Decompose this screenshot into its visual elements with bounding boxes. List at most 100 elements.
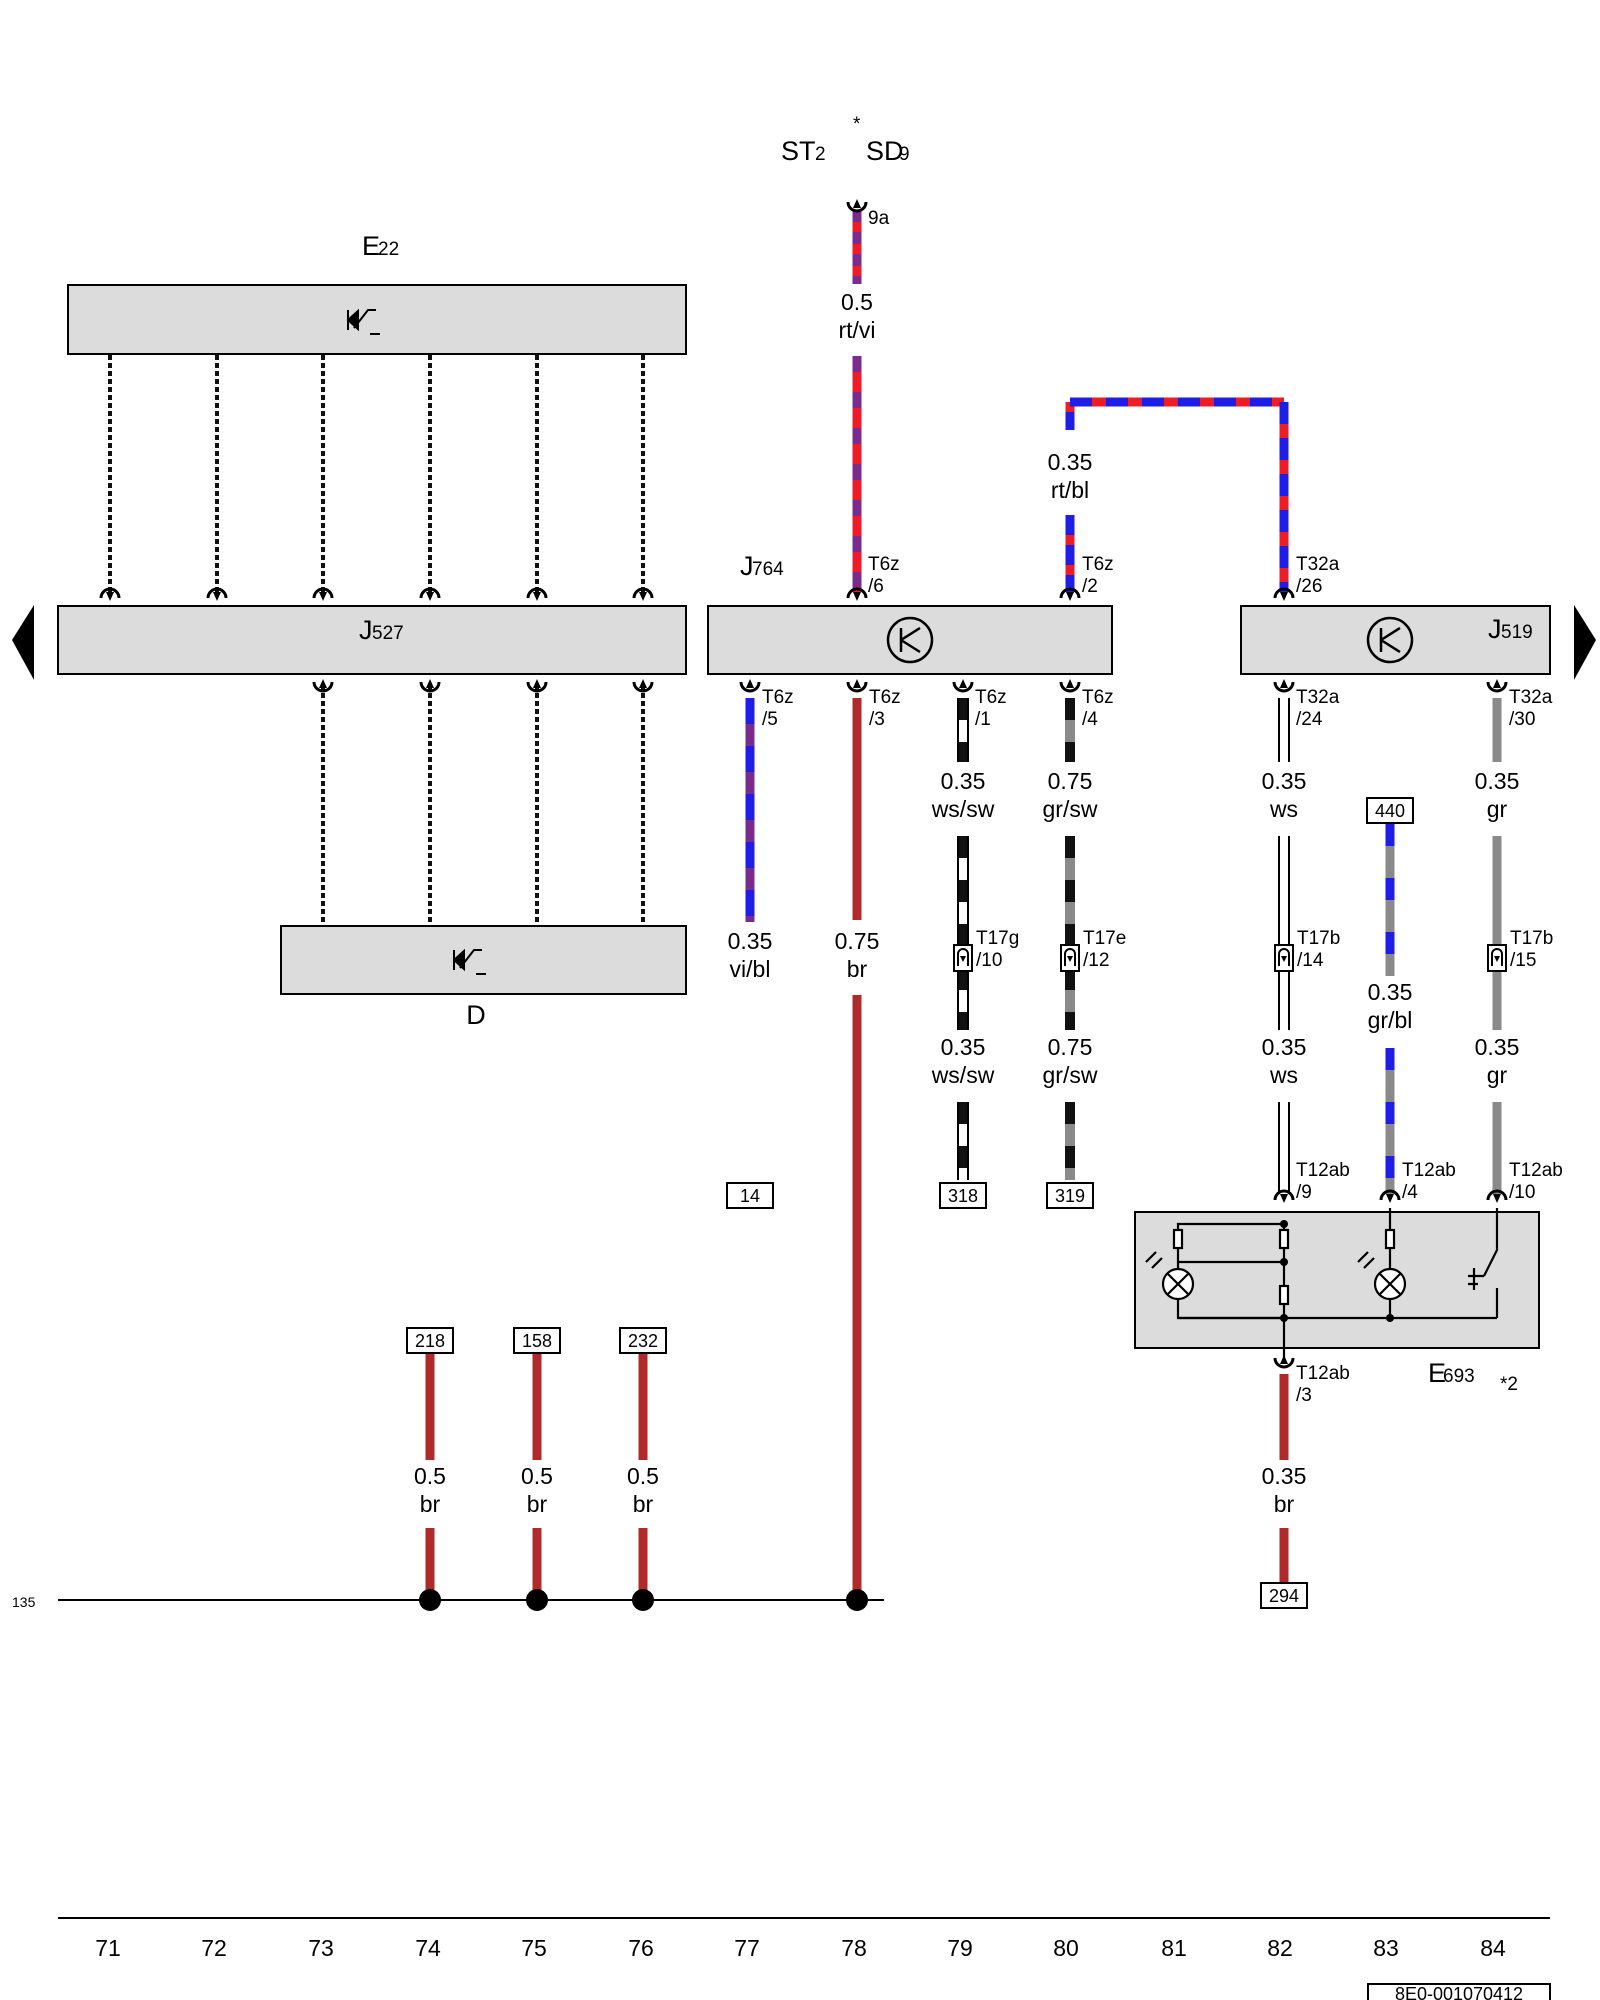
pin-t6z-6 [846, 587, 868, 601]
ref-14[interactable]: 14 [726, 1182, 774, 1209]
d-box [280, 925, 687, 995]
ground-junction-dot [419, 1589, 441, 1611]
e693-sub: 693 [1443, 1366, 1475, 1387]
wire-label-80-top-size: 0.35 [1048, 449, 1093, 475]
st-label: ST [781, 136, 816, 166]
pin-t12ab-4 [1379, 1189, 1401, 1203]
continue-right-arrow-icon[interactable] [1574, 605, 1596, 680]
conn-t6z-5-name: T6z [762, 687, 794, 708]
pin-t32a-24 [1273, 679, 1295, 693]
ref-158[interactable]: 158 [513, 1327, 561, 1354]
column-number: 81 [1161, 1935, 1187, 1961]
pin-j527-bottom-3 [526, 679, 548, 693]
conn-inline-t17g-10 [953, 944, 973, 972]
wire-label-80-b-color: gr/sw [1043, 1062, 1098, 1088]
wire-label-80-top-color: rt/bl [1051, 477, 1089, 503]
e693-box [1134, 1211, 1540, 1349]
j519-label: J [1488, 614, 1502, 644]
wire-label-79-a-color: ws/sw [931, 796, 995, 822]
wire-label-84-b-size: 0.35 [1475, 1034, 1520, 1060]
transistor-icon [1366, 616, 1414, 664]
pin-j527-top-4 [419, 587, 441, 601]
wire-label-75-size: 0.5 [521, 1463, 553, 1489]
wire-label-78-color: br [847, 956, 868, 982]
conn-t32a-30-name: T32a [1509, 687, 1553, 708]
ref-440[interactable]: 440 [1366, 797, 1414, 824]
ref-218[interactable]: 218 [406, 1327, 454, 1354]
doc-id-box: 8E0-001070412 [1367, 1983, 1551, 2000]
conn-inline-t17e-12 [1060, 944, 1080, 972]
pin-t12ab-9 [1273, 1189, 1295, 1203]
conn-t32a-26-name: T32a [1296, 554, 1340, 575]
j527-label: J [359, 615, 373, 645]
pin-9a-label: 9a [868, 208, 890, 229]
e22-j527-wires [108, 355, 645, 925]
column-number: 74 [415, 1935, 441, 1961]
wire-label-82-a-size: 0.35 [1262, 768, 1307, 794]
pin-j527-bottom-4 [632, 679, 654, 693]
ref-232[interactable]: 232 [619, 1327, 667, 1354]
e693-label: E [1428, 1358, 1446, 1388]
conn-t12ab-9-name: T12ab [1296, 1160, 1350, 1181]
conn-t17b-14-pin: /14 [1297, 950, 1324, 971]
pin-t32a-26 [1273, 587, 1295, 601]
column-number: 84 [1480, 1935, 1506, 1961]
ref-294[interactable]: 294 [1260, 1582, 1308, 1609]
ground-line-label: 135 [12, 1594, 36, 1610]
wire-label-84-a-size: 0.35 [1475, 768, 1520, 794]
pin-t6z-2 [1059, 587, 1081, 601]
pin-t6z-4 [1059, 679, 1081, 693]
pin-j527-top-5 [526, 587, 548, 601]
wire-label-80-a-size: 0.75 [1048, 768, 1093, 794]
sd-sub-label: 9 [899, 144, 910, 165]
pin-t6z-1 [952, 679, 974, 693]
conn-t12ab-10-pin: /10 [1509, 1182, 1535, 1203]
conn-t6z-3-pin: /3 [869, 709, 885, 730]
lamp-icon [1357, 1251, 1407, 1301]
wire-label-75-color: br [527, 1491, 548, 1517]
wire-label-84-b-color: gr [1487, 1062, 1508, 1088]
top-labels: ST 2 * SD 9 [781, 114, 910, 166]
column-number: 72 [201, 1935, 227, 1961]
continue-left-arrow-icon[interactable] [12, 605, 34, 680]
pin-j527-top-6 [632, 587, 654, 601]
column-number: 79 [947, 1935, 973, 1961]
pin-t6z-5 [739, 679, 761, 693]
ref-319[interactable]: 319 [1046, 1182, 1094, 1209]
wire-label-78-top-color: rt/vi [838, 317, 875, 343]
column-number: 83 [1373, 1935, 1399, 1961]
ref-319-label: 319 [1055, 1186, 1085, 1206]
pin-j527-bottom-1 [312, 679, 334, 693]
conn-t17b-14-name: T17b [1297, 928, 1340, 949]
conn-t6z-2-pin: /2 [1082, 576, 1098, 597]
wire-label-74-size: 0.5 [414, 1463, 446, 1489]
wire-label-83-color: gr/bl [1368, 1007, 1413, 1033]
sd-label: SD [866, 136, 904, 166]
pin-j527-bottom-2 [419, 679, 441, 693]
ref-318[interactable]: 318 [939, 1182, 987, 1209]
pin-t32a-30 [1486, 679, 1508, 693]
j527-sub: 527 [372, 623, 404, 644]
wire-label-79-b-size: 0.35 [941, 1034, 986, 1060]
wire-label-82-br-color: br [1274, 1491, 1295, 1517]
j519-box [1240, 605, 1551, 675]
star-mark: * [853, 114, 861, 135]
wire-label-76-size: 0.5 [627, 1463, 659, 1489]
conn-t17b-15-name: T17b [1510, 928, 1553, 949]
column-number: 73 [308, 1935, 334, 1961]
conn-t17g-10-name: T17g [976, 928, 1019, 949]
wire-label-80-b-size: 0.75 [1048, 1034, 1093, 1060]
j764-box [707, 605, 1113, 675]
conn-t32a-30-pin: /30 [1509, 709, 1535, 730]
conn-t6z-1-name: T6z [975, 687, 1007, 708]
conn-inline-t17b-14 [1274, 944, 1294, 972]
switch-lever-icon [346, 308, 380, 335]
column-number: 78 [841, 1935, 867, 1961]
connectors-layer [99, 199, 1508, 1369]
conn-t6z-1-pin: /1 [975, 709, 991, 730]
push-switch-icon [1468, 1268, 1484, 1290]
wire-label-77-size: 0.35 [728, 928, 773, 954]
column-number: 75 [521, 1935, 547, 1961]
e22-sub: 22 [378, 239, 399, 260]
component-j764: J 764 [707, 551, 1113, 675]
